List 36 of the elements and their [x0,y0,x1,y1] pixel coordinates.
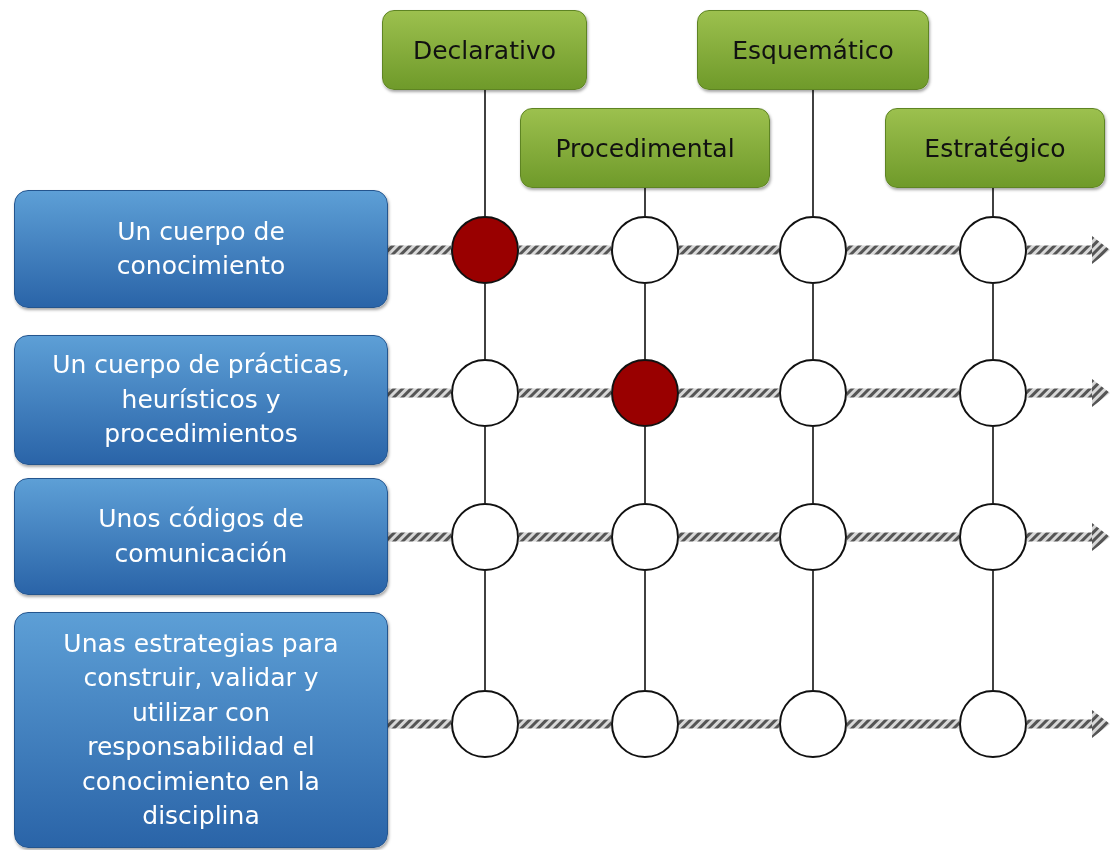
node-text: Un cuerpo de conocimiento [115,215,287,282]
connector-line [644,426,646,504]
connector-line [812,570,814,691]
node-text: Unas estrategias para construir, validar y utilizar con responsabilidad el conocimiento en la disciplina [62,627,340,832]
category-header-box [520,108,770,188]
category-header-box [697,10,929,90]
connector-line [992,426,994,504]
row-label-box [14,335,388,465]
row-label-box [14,612,388,848]
node-text: Estratégico [924,133,1066,163]
striped-arrow [1027,379,1110,407]
striped-arrow [1027,236,1110,264]
striped-arrow [1027,523,1110,551]
node-text: Procedimental [555,133,735,163]
connector-line [992,570,994,691]
striped-arrow [1027,710,1110,738]
row-label-box [14,190,388,308]
connector-line [992,283,994,360]
connector-line [484,426,486,504]
node-text: Declarativo [412,35,557,65]
category-header-box [382,10,587,90]
connector-line [644,283,646,360]
connector-line [812,283,814,360]
connector-line [812,426,814,504]
connector-line [484,283,486,360]
node-text: Unos códigos de comunicación [97,503,305,570]
node-text: Esquemático [732,35,894,65]
connector-line [992,187,994,217]
connector-line [812,89,814,217]
node-text: Un cuerpo de prácticas, heurísticos y procedimientos [51,349,351,451]
connector-line [644,570,646,691]
connector-line [484,89,486,217]
connector-line [644,187,646,217]
connector-line [484,570,486,691]
category-header-box [885,108,1105,188]
row-label-box [14,478,388,595]
